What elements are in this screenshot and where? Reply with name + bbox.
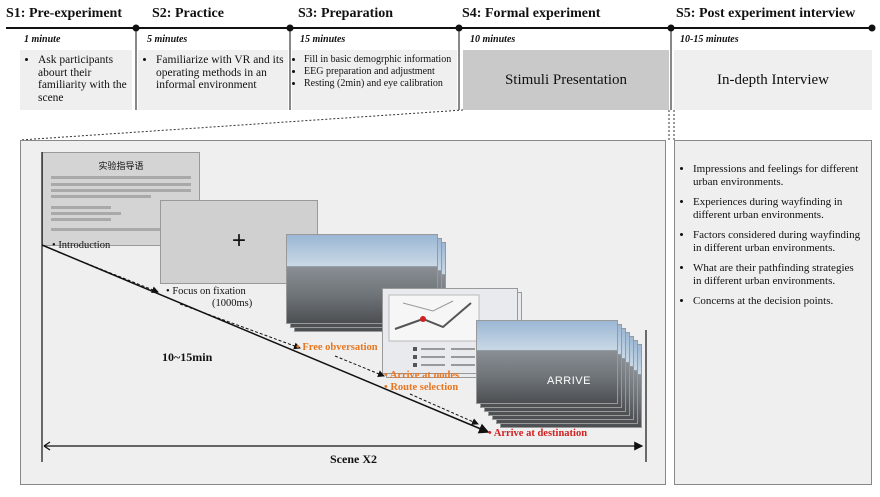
stage-3-duration: 15 minutes	[300, 34, 346, 45]
step-arrive-destination-label: Arrive at destination	[493, 428, 588, 439]
timeline-dot	[868, 24, 876, 32]
stage-3-title: S3: Preparation	[298, 6, 394, 21]
intro-slide-title: 实验指导语	[98, 161, 144, 171]
step-arrive-nodes-label: Arrive at nodes	[389, 370, 460, 381]
step-free-observation-label: Free obversation	[302, 342, 378, 353]
interview-point: Experiences during wayfinding in differe…	[693, 196, 863, 221]
stage-3-item: EEG preparation and adjustment	[304, 66, 457, 77]
step-introduction-label: Introduction	[58, 240, 111, 251]
stage-2-panel: Familiarize with VR and its operating me…	[138, 50, 288, 110]
stage-5-title: S5: Post experiment interview	[676, 6, 856, 21]
step-arrive-nodes: • Arrive at nodes	[384, 370, 460, 381]
destination-photo: ARRIVE	[476, 320, 618, 404]
stage-2-item: Familiarize with VR and its operating me…	[156, 54, 288, 92]
stage-3-panel: Fill in basic demogrphic information EEG…	[292, 50, 457, 110]
step-arrive-destination: • Arrive at destination	[488, 428, 588, 439]
main-timeline-arrow	[41, 244, 490, 434]
fixation-cross: +	[231, 227, 246, 254]
stage-2-duration: 5 minutes	[147, 34, 188, 45]
interview-point: Impressions and feelings for different u…	[693, 163, 863, 188]
duration-label: 10~15min	[162, 350, 213, 364]
stage-1-panel: Ask participants abourt their familiarit…	[20, 50, 132, 110]
scene-label: Scene X2	[330, 452, 377, 466]
step-route-selection: • Route selection	[384, 382, 459, 393]
timeline	[6, 24, 876, 110]
route-map	[388, 294, 480, 367]
step-focus-time: (1000ms)	[212, 298, 253, 309]
step-free-observation: • Free obversation	[296, 342, 378, 353]
stage-1-duration: 1 minute	[24, 34, 61, 45]
arrive-overlay-label: ARRIVE	[547, 375, 591, 387]
stage-4-title: S4: Formal experiment	[462, 6, 601, 21]
step-focus: • Focus on fixation	[166, 286, 246, 297]
interview-point: What are their pathfinding strategies in…	[693, 262, 863, 287]
dotted-arrow	[409, 393, 479, 425]
step-route-selection-label: Route selection	[390, 382, 459, 393]
step-introduction: • Introduction	[52, 240, 111, 251]
step-focus-label: Focus on fixation	[172, 286, 246, 297]
stage-3-item: Fill in basic demogrphic information	[304, 54, 457, 65]
dotted-arrow	[179, 303, 301, 350]
stage-5-duration: 10-15 minutes	[680, 34, 739, 45]
stage-1-item: Ask participants abourt their familiarit…	[38, 54, 132, 104]
interview-point: Factors considered during wayfinding in …	[693, 229, 863, 254]
stage-4-duration: 10 minutes	[470, 34, 516, 45]
stage-3-item: Resting (2min) and eye calibration	[304, 78, 457, 89]
interview-point: Concerns at the decision points.	[693, 295, 863, 308]
interview-panel: Impressions and feelings for different u…	[674, 140, 872, 485]
stage-1-title: S1: Pre-experiment	[6, 6, 122, 21]
dotted-arrow	[334, 355, 385, 377]
in-depth-interview-box: In-depth Interview	[674, 50, 872, 110]
stimuli-presentation-box: Stimuli Presentation	[463, 50, 669, 110]
stage-2-title: S2: Practice	[152, 6, 224, 21]
dotted-arrow	[57, 251, 159, 294]
